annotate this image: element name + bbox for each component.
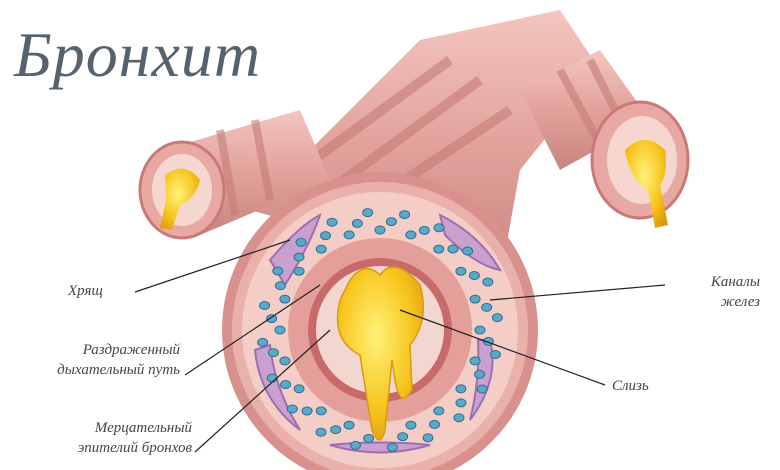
gland-cell (399, 210, 411, 220)
gland-cell (293, 252, 305, 262)
gland-cell (433, 223, 445, 233)
right-branch (520, 50, 690, 228)
label-cartilage: Хрящ (68, 283, 103, 299)
gland-cell (362, 208, 374, 218)
cross-section (222, 172, 538, 470)
gland-cell (315, 406, 327, 416)
gland-cell (266, 373, 278, 383)
gland-cell (301, 406, 313, 416)
gland-cell (397, 432, 409, 442)
label-mucus: Слизь (612, 378, 649, 394)
label-ciliated-epithelium: Мерцательный эпителий бронхов (20, 418, 192, 458)
gland-cell (455, 398, 467, 408)
gland-cell (293, 266, 305, 276)
gland-cell (280, 380, 292, 389)
gland-cell (279, 356, 291, 366)
gland-cell (272, 266, 284, 276)
gland-cell (469, 294, 481, 304)
gland-cell (405, 230, 417, 240)
page-title: Бронхит (14, 19, 262, 90)
gland-cell (330, 425, 342, 435)
label-gland-ducts: Каналы желез (660, 272, 760, 312)
gland-cell (433, 406, 445, 416)
gland-cell (455, 266, 467, 276)
label-line: Каналы (710, 274, 760, 290)
gland-cell (320, 231, 331, 241)
gland-cell (385, 217, 397, 227)
gland-cell (491, 313, 503, 323)
gland-cell (453, 413, 465, 423)
gland-cell (266, 314, 278, 324)
gland-cell (295, 237, 307, 247)
label-irritated-airway: Раздраженный дыхательный путь (20, 340, 180, 380)
gland-cell (418, 225, 430, 235)
gland-cell (422, 433, 434, 443)
gland-cell (274, 325, 286, 335)
gland-cell (489, 350, 501, 360)
gland-cell (326, 217, 338, 227)
label-line: эпителий бронхов (77, 440, 192, 456)
gland-cell (343, 420, 355, 430)
gland-cell (267, 348, 279, 358)
gland-cell (481, 302, 493, 312)
leader-lines (134, 239, 666, 453)
gland-cell (455, 384, 467, 394)
gland-cell (405, 420, 417, 430)
gland-cell (363, 433, 375, 443)
gland-cell (386, 442, 398, 452)
gland-cell (293, 384, 305, 394)
label-line: дыхательный путь (57, 362, 180, 378)
gland-cell (349, 440, 361, 450)
gland-cell (374, 225, 386, 235)
gland-cell (482, 277, 494, 287)
gland-cell (433, 244, 445, 254)
gland-cell (469, 356, 481, 366)
gland-cell (343, 230, 355, 240)
gland-cell (474, 325, 486, 335)
gland-cell (259, 300, 271, 310)
gland-cell (476, 384, 488, 394)
gland-cell (279, 294, 291, 304)
gland-cell (468, 271, 480, 280)
left-branch (138, 110, 330, 240)
label-line: желез (720, 294, 760, 310)
gland-cell (447, 244, 459, 254)
gland-cell (286, 404, 298, 414)
label-line: Раздраженный (82, 342, 180, 358)
gland-cell (429, 419, 440, 429)
gland-cell (315, 244, 327, 254)
label-line: Мерцательный (94, 420, 192, 436)
gland-cell (274, 281, 286, 291)
gland-cell (474, 369, 486, 379)
gland-cell (257, 337, 269, 347)
gland-cell (462, 246, 474, 256)
gland-cell (315, 427, 327, 437)
gland-cell (351, 218, 363, 228)
